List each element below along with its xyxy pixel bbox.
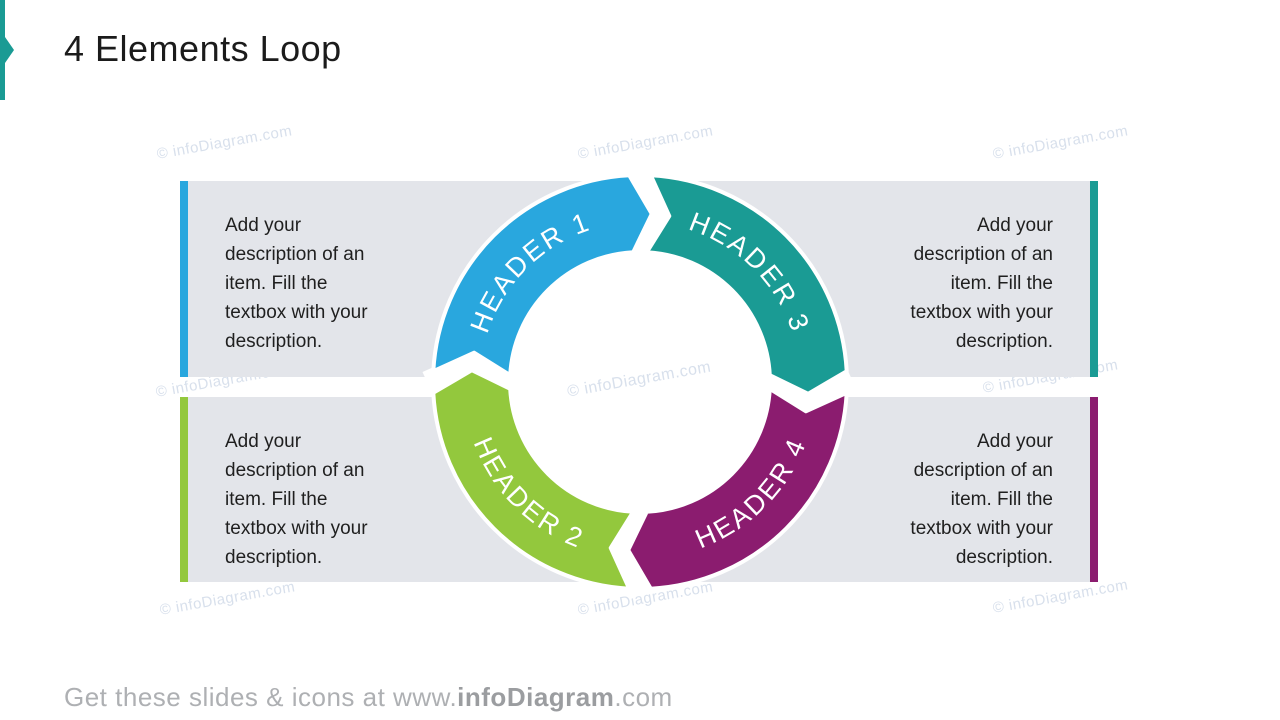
description-box-top-right: Add your description of an item. Fill th…: [638, 181, 1098, 377]
description-box-top-left: Add your description of an item. Fill th…: [180, 181, 642, 377]
footer-credit: Get these slides & icons at www.infoDiag…: [64, 682, 673, 713]
watermark: © infoDiagram.com: [576, 122, 715, 163]
description-text: Add your description of an item. Fill th…: [910, 431, 1053, 568]
color-bar-header-3: [1090, 181, 1098, 377]
color-bar-header-2: [180, 397, 188, 582]
watermark: © infoDiagram.com: [991, 122, 1130, 163]
description-text: Add your description of an item. Fill th…: [910, 215, 1053, 352]
description-box-bottom-right: Add your description of an item. Fill th…: [638, 397, 1098, 582]
description-text: Add your description of an item. Fill th…: [225, 215, 368, 352]
watermark: © infoDiagram.com: [155, 122, 294, 163]
footer-prefix: Get these slides & icons at www.: [64, 682, 458, 712]
description-text: Add your description of an item. Fill th…: [225, 431, 368, 568]
watermark: © infoDiagram.com: [991, 576, 1130, 617]
title-accent-bar: [0, 0, 5, 100]
footer-brand: infoDiagram: [457, 682, 615, 712]
watermark: © infoDiagram.com: [158, 578, 297, 619]
accent-chevron-icon: [5, 37, 14, 63]
color-bar-header-4: [1090, 397, 1098, 582]
watermark: © infoDiagram.com: [576, 578, 715, 619]
slide-title: 4 Elements Loop: [64, 28, 342, 69]
description-box-bottom-left: Add your description of an item. Fill th…: [180, 397, 642, 582]
color-bar-header-1: [180, 181, 188, 377]
footer-suffix: .com: [614, 682, 673, 712]
